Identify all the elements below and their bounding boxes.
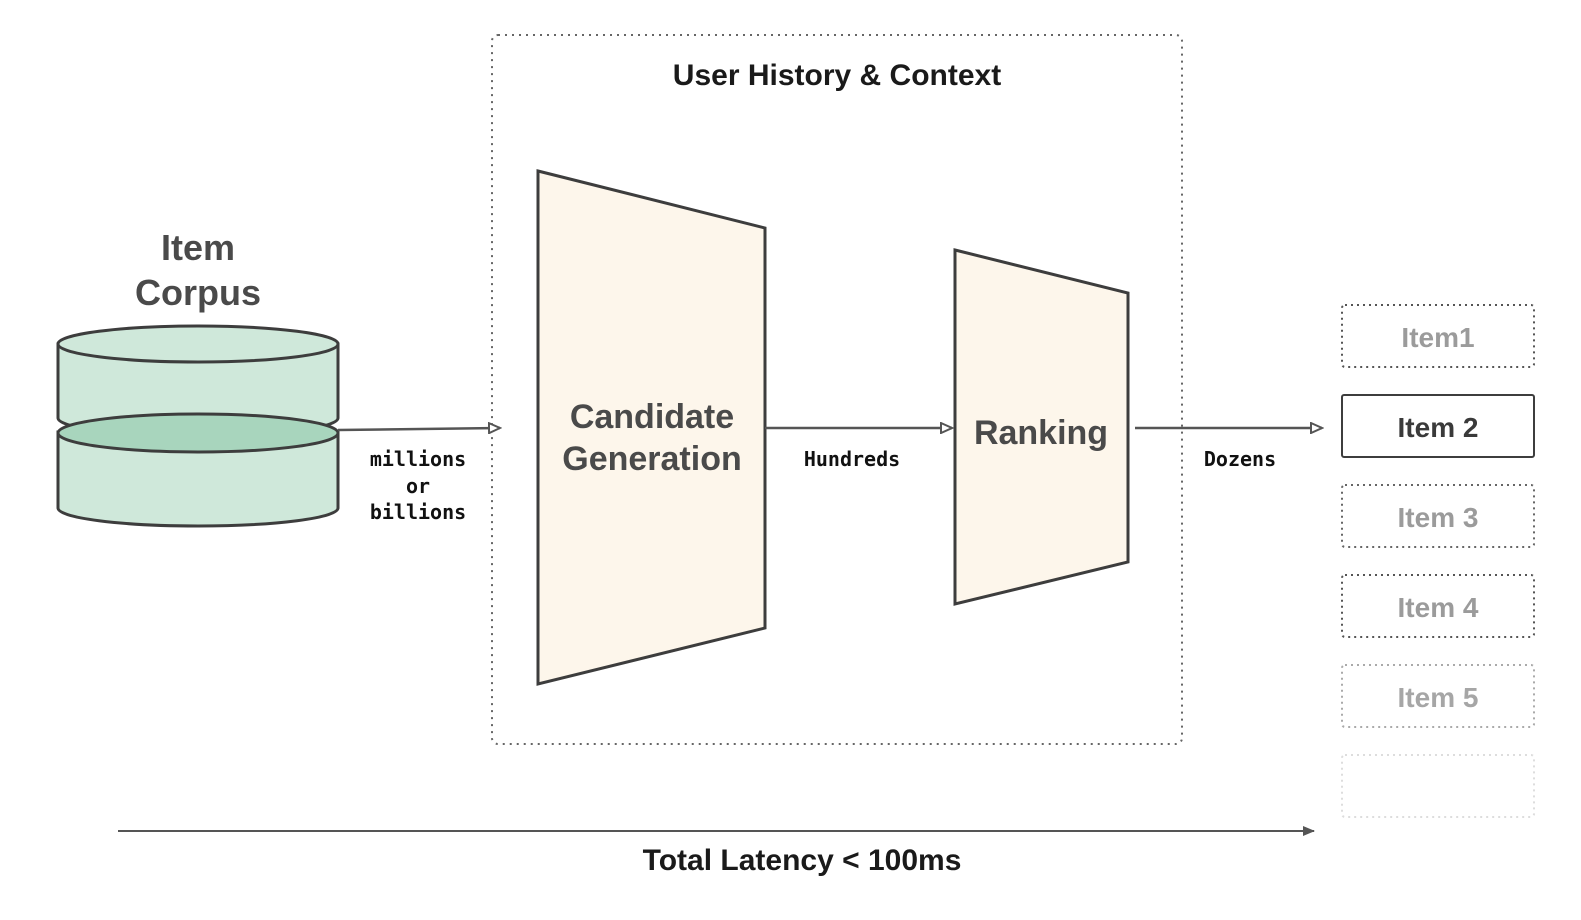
candidate-generation-stage [536,169,767,686]
result-item-2: Item 2 [1341,394,1535,458]
ranking-label: Ranking [974,414,1108,452]
corpus-label-line1: Item [161,227,235,268]
result-item-label: Item1 [1401,322,1474,353]
context-title: User History & Context [673,59,1001,92]
corpus-label-line2: Corpus [135,272,261,313]
candidate-label-line1: Candidate [570,398,734,436]
user-context-box [491,34,1183,745]
result-item-label: Item 4 [1398,592,1479,623]
flow-label-dozens: Dozens [1204,447,1276,471]
arrow-corpus-to-candidate [337,428,500,430]
result-item-label: Item 2 [1398,412,1479,443]
flow-label-hundreds: Hundreds [804,447,900,471]
candidate-label-line2: Generation [562,440,741,478]
result-item-label: Item 5 [1398,682,1479,713]
flow-label-billions: billions [370,500,466,524]
result-item-1: Item1 [1341,304,1535,368]
flow-label-millions: millions [370,447,466,471]
result-item-3: Item 3 [1341,484,1535,548]
latency-label: Total Latency < 100ms [643,844,962,877]
result-item-label: Item 3 [1398,502,1479,533]
ranking-stage [953,248,1130,606]
database-icon [56,324,340,528]
result-item-6 [1341,754,1535,818]
flow-label-or: or [406,474,430,498]
result-item-5: Item 5 [1341,664,1535,728]
result-item-4: Item 4 [1341,574,1535,638]
